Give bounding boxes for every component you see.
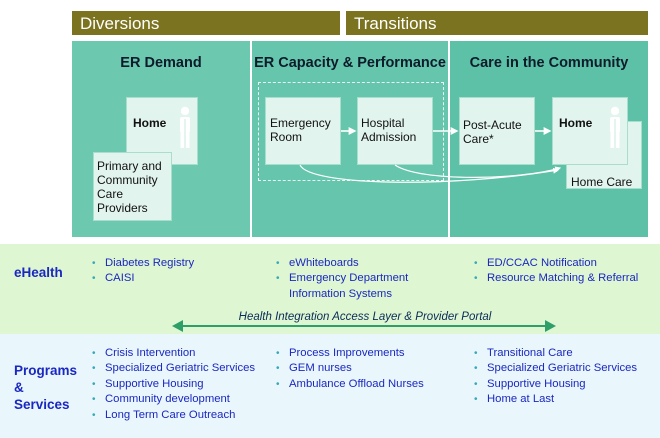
list-item: Long Term Care Outreach [92,408,272,424]
phase-label-transitions: Transitions [354,14,437,33]
phase-header-diversions: Diversions [72,11,340,35]
person-icon [180,106,190,148]
list-item: Supportive Housing [474,377,654,393]
emergency-room-label: Emergency Room [270,116,331,144]
hospital-admission-box: Hospital Admission [357,97,433,165]
ehealth-label: eHealth [14,265,63,280]
list-item: Diabetes Registry [92,256,262,272]
list-item: Specialized Geriatric Services [92,361,272,377]
list-item: CAISI [92,271,262,287]
community-home-box: Home [552,97,628,165]
home-care-label: Home Care [571,175,633,189]
community-home-label: Home [559,116,593,130]
list-item: Process Improvements [276,346,456,362]
column-title-er-capacity: ER Capacity & Performance [254,55,446,71]
list-item: Crisis Intervention [92,346,272,362]
programs-list-col2: Process Improvements GEM nurses Ambulanc… [276,346,456,393]
list-item: Home at Last [474,392,654,408]
list-item: GEM nurses [276,361,456,377]
ehealth-list-col2: eWhiteboards Emergency Department Inform… [276,256,456,302]
list-item: Supportive Housing [92,377,272,393]
portal-label: Health Integration Access Layer & Provid… [190,311,540,323]
post-acute-box: Post-Acute Care* [459,97,535,165]
list-item: Emergency Department Information Systems [276,271,456,302]
primary-care-box: Primary and Community Care Providers [93,152,172,221]
home-label: Home [133,116,167,130]
phase-label-diversions: Diversions [80,14,160,33]
column-title-er-demand: ER Demand [120,55,202,71]
flow-arrow-icon [394,164,562,178]
ehealth-list-col3: ED/CCAC Notification Resource Matching &… [474,256,644,287]
list-item: ED/CCAC Notification [474,256,644,272]
hospital-admission-label: Hospital Admission [361,116,417,144]
programs-label: Programs & Services [14,363,78,412]
programs-list-col1: Crisis Intervention Specialized Geriatri… [92,346,272,423]
portal-double-arrow-icon [172,320,556,332]
flow-arrow-icon [299,164,560,183]
column-title-community: Care in the Community [469,55,629,71]
ehealth-list-col1: Diabetes Registry CAISI [92,256,262,287]
phase-header-transitions: Transitions [346,11,648,35]
person-icon [610,106,620,148]
list-item: Specialized Geriatric Services [474,361,654,377]
programs-list-col3: Transitional Care Specialized Geriatric … [474,346,654,408]
list-item: eWhiteboards [276,256,456,272]
emergency-room-box: Emergency Room [265,97,341,165]
post-acute-label: Post-Acute Care* [463,118,522,146]
primary-care-label: Primary and Community Care Providers [97,159,162,215]
list-item: Ambulance Offload Nurses [276,377,456,393]
list-item: Transitional Care [474,346,654,362]
list-item: Community development [92,392,272,408]
list-item: Resource Matching & Referral [474,271,644,287]
